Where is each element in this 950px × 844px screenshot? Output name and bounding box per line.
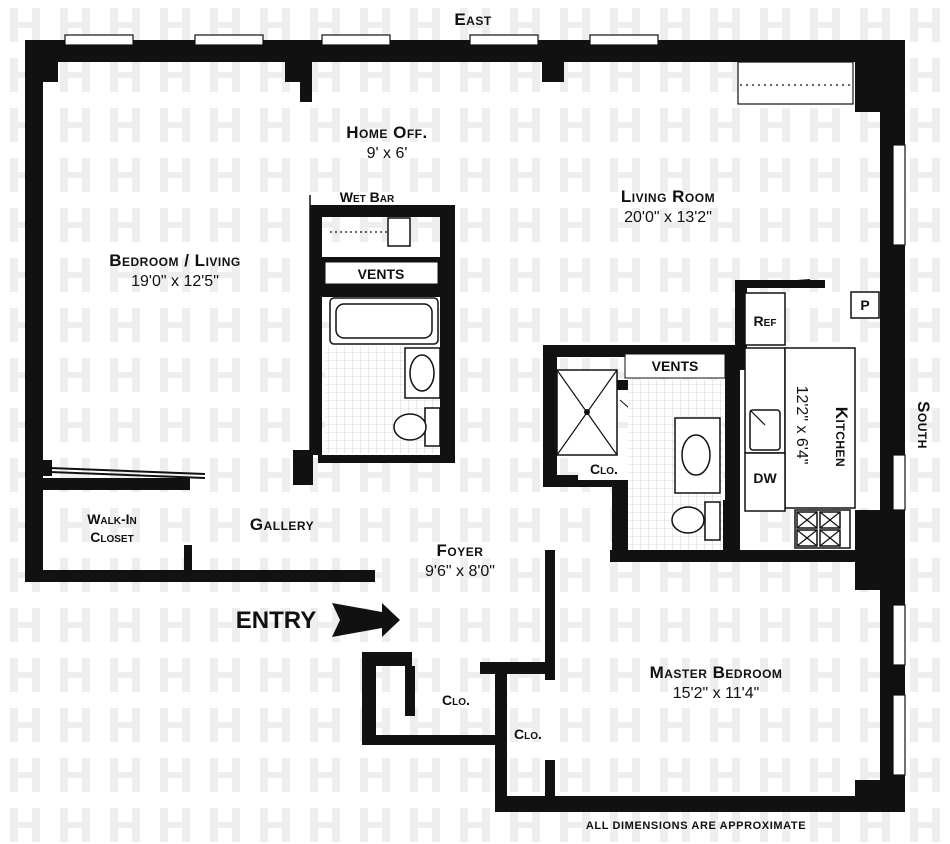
exterior-walls — [25, 40, 905, 812]
vents-label-2: VENTS — [652, 358, 699, 374]
dw-label: DW — [753, 470, 777, 486]
stove-icon — [796, 511, 841, 547]
living-room-name: Living Room — [621, 187, 715, 206]
windows-south — [892, 144, 906, 776]
closet-master-label: Clo. — [514, 726, 542, 742]
entry-label: ENTRY — [236, 607, 316, 634]
compass-east-label: East — [454, 10, 492, 29]
kitchen-name: Kitchen — [832, 407, 851, 467]
foyer-name: Foyer — [437, 541, 484, 560]
living-room-dims: 20'0" x 13'2" — [624, 209, 712, 226]
vents-label-1: VENTS — [358, 266, 405, 282]
wet-bar-sink-icon — [330, 217, 411, 247]
bedroom-living-dims: 19'0" x 12'5" — [131, 273, 219, 290]
master-bedroom-name: Master Bedroom — [650, 663, 783, 682]
door-lines — [49, 195, 811, 479]
entry-arrow-icon — [332, 603, 400, 637]
toilet-icon — [393, 407, 441, 447]
bedroom-living-name: Bedroom / Living — [109, 251, 241, 270]
walk-in-closet-line1: Walk-In — [87, 511, 137, 527]
kitchen-dims: 12'2" x 6'4" — [793, 386, 810, 465]
bath2-toilet-icon — [671, 501, 721, 541]
walk-in-closet-line2: Closet — [90, 529, 133, 545]
wet-bar-label: Wet Bar — [340, 189, 395, 205]
pantry-label: P — [860, 297, 869, 313]
compass-south-label: South — [914, 401, 933, 449]
bathtub-icon — [329, 297, 439, 345]
shower-icon — [556, 369, 618, 456]
gallery-name: Gallery — [250, 515, 314, 534]
vanity-sink-icon — [404, 347, 441, 399]
home-office-name: Home Off. — [346, 123, 427, 142]
foyer-dims: 9'6" x 8'0" — [425, 563, 495, 580]
master-bedroom-dims: 15'2" x 11'4" — [673, 685, 760, 702]
bath2-sink-icon — [674, 417, 721, 494]
footnote: ALL DIMENSIONS ARE APPROXIMATE — [586, 820, 806, 832]
home-office-dims: 9' x 6' — [367, 145, 408, 162]
closet-foyer-label: Clo. — [442, 692, 470, 708]
ref-label: Ref — [754, 313, 777, 329]
windows-east — [64, 34, 854, 105]
closet-bath-label: Clo. — [590, 461, 618, 477]
kitchen-sink-icon — [749, 409, 781, 451]
